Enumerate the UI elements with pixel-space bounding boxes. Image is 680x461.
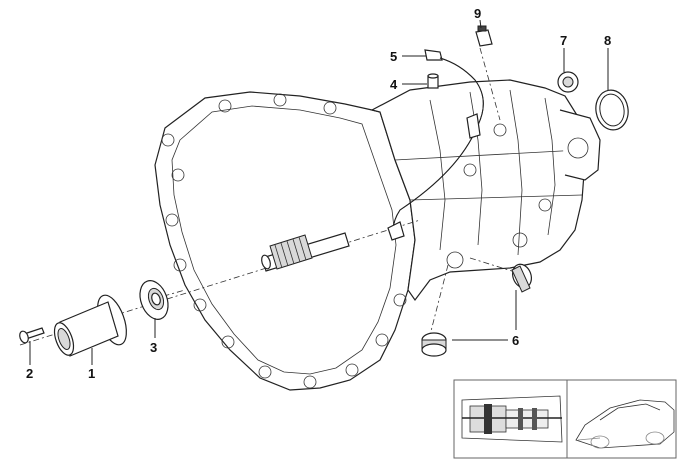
car-silhouette-icon — [575, 399, 675, 449]
callout-leaders — [29, 19, 609, 365]
sleeve-part — [427, 73, 439, 89]
callout-1: 1 — [88, 366, 95, 381]
shaft-seal-part — [139, 280, 169, 320]
breather-hose-part — [387, 49, 484, 241]
gearbox-section-icon — [461, 395, 563, 443]
callout-4: 4 — [390, 77, 398, 92]
callout-7: 7 — [560, 33, 567, 48]
callout-5: 5 — [390, 49, 397, 64]
callout-6: 6 — [512, 333, 519, 348]
input-shaft-icon — [19, 219, 421, 346]
vehicle-locator-inset-icon — [453, 379, 677, 459]
callout-9: 9 — [474, 6, 481, 21]
rear-seal-part — [557, 71, 579, 93]
callout-2: 2 — [26, 366, 33, 381]
callout-8: 8 — [604, 33, 611, 48]
screw-part — [19, 327, 45, 344]
callout-3: 3 — [150, 340, 157, 355]
leader-dashes — [149, 47, 516, 336]
guide-sleeve-part — [53, 294, 127, 357]
transmission-housing-icon — [154, 79, 601, 391]
callout-labels: 1 2 3 4 5 6 7 8 9 — [26, 6, 611, 381]
sensor-switch-part — [475, 25, 493, 47]
o-ring-part — [595, 89, 629, 131]
plug-part — [421, 263, 533, 357]
